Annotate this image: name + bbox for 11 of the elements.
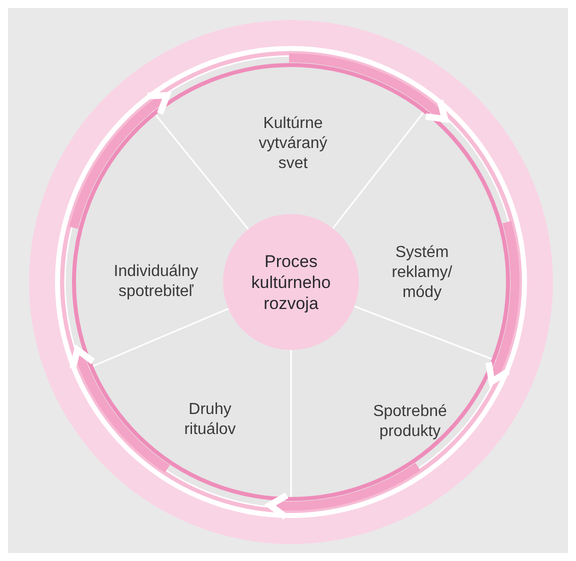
sector-label: Kultúrne vytváraný svet xyxy=(258,114,328,174)
cycle-arrow xyxy=(69,346,170,473)
sector-label: Systém reklamy/ módy xyxy=(390,243,454,303)
sector-label: Spotrebné produkty xyxy=(372,402,448,442)
sector-label: Individuálny spotrebiteľ xyxy=(112,262,200,302)
cycle-arrow xyxy=(266,462,420,520)
cycle-arrow xyxy=(69,92,170,229)
cycle-arrow xyxy=(288,54,448,122)
cycle-arrow xyxy=(485,220,520,385)
center-label: Proces kultúrneho rozvoja xyxy=(250,250,332,314)
sector-label: Druhy rituálov xyxy=(183,400,237,440)
